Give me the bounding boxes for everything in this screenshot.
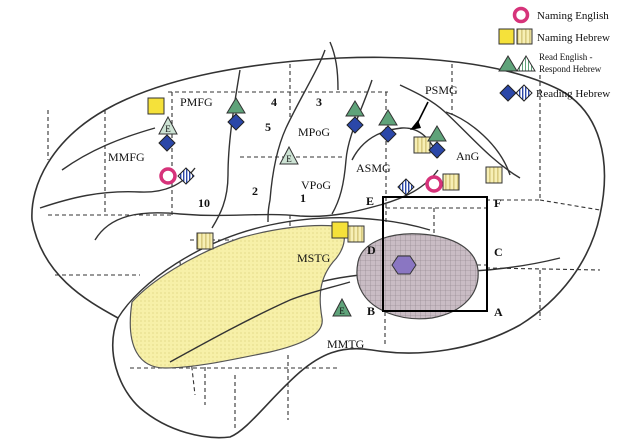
legend-read-english-striped-icon bbox=[516, 55, 536, 72]
zone-number-4: 4 bbox=[271, 95, 277, 109]
label-mpog: MPoG bbox=[298, 125, 330, 139]
marker-read-english-triangle bbox=[345, 100, 365, 117]
marker-naming-hebrew-striped bbox=[442, 173, 460, 191]
marker-e-text: E bbox=[339, 306, 345, 316]
zone-number-2: 2 bbox=[252, 184, 258, 198]
zone-letter-d: D bbox=[367, 243, 376, 257]
psmg-arrow-head bbox=[410, 120, 421, 130]
sulcus-precentral bbox=[211, 69, 241, 229]
marker-reading-hebrew-diamond bbox=[379, 125, 397, 143]
zone-number-10: 10 bbox=[198, 196, 210, 210]
label-mstg: MSTG bbox=[297, 251, 331, 265]
sulcus-frontal-sup bbox=[61, 127, 156, 171]
zone-letter-a: A bbox=[494, 305, 503, 319]
overlap-region bbox=[356, 233, 479, 320]
sulcus-postcentral bbox=[331, 79, 373, 215]
marker-naming-hebrew-square bbox=[331, 221, 349, 239]
marker-naming-english-circle bbox=[425, 175, 443, 193]
legend-reading-hebrew-label: Reading Hebrew bbox=[536, 88, 610, 100]
marker-naming-hebrew-striped bbox=[196, 232, 214, 250]
legend: Naming English Naming Hebrew Read Englis… bbox=[498, 6, 610, 102]
zone-number-3: 3 bbox=[316, 95, 322, 109]
marker-naming-hebrew-striped bbox=[347, 225, 365, 243]
marker-e-text: E bbox=[165, 124, 171, 134]
zone-letter-f: F bbox=[494, 196, 501, 210]
legend-reading-hebrew-striped-icon bbox=[515, 84, 533, 102]
legend-read-english-icon bbox=[498, 55, 518, 72]
sulcus-angular bbox=[445, 111, 511, 176]
legend-reading-hebrew-icon bbox=[499, 84, 517, 102]
label-mmfg: MMFG bbox=[108, 150, 145, 164]
legend-naming-hebrew-striped-icon bbox=[516, 28, 533, 45]
legend-naming-hebrew-label: Naming Hebrew bbox=[537, 32, 610, 44]
marker-read-english-triangle bbox=[226, 97, 246, 114]
legend-naming-english-label: Naming English bbox=[537, 10, 609, 22]
marker-naming-hebrew-striped bbox=[485, 166, 503, 184]
sulcus-intraparietal bbox=[399, 84, 521, 179]
zone-letter-b: B bbox=[367, 304, 375, 318]
zone-number-1: 1 bbox=[300, 191, 306, 205]
marker-naming-hebrew-square bbox=[147, 97, 165, 115]
mstg-inner-sulcus bbox=[169, 281, 351, 363]
marker-read-english-e-triangle bbox=[332, 297, 352, 317]
overlap-center-hexagon bbox=[391, 255, 417, 275]
label-mmtg: MMTG bbox=[327, 337, 365, 351]
label-asmg: ASMG bbox=[356, 161, 391, 175]
marker-e-text: E bbox=[286, 154, 292, 164]
marker-read-english-e-triangle bbox=[158, 115, 178, 135]
legend-read-english-label-1: Read English - bbox=[539, 52, 593, 62]
mstg-region bbox=[129, 224, 345, 369]
legend-read-english-label-2: Respond Hebrew bbox=[539, 64, 602, 74]
marker-reading-hebrew-diamond bbox=[158, 134, 176, 152]
region-box bbox=[382, 196, 488, 312]
marker-read-english-triangle bbox=[427, 125, 447, 142]
legend-naming-english-icon bbox=[512, 6, 530, 24]
sulcus-central bbox=[267, 49, 326, 223]
zone-number-5: 5 bbox=[265, 120, 271, 134]
marker-read-english-triangle bbox=[378, 109, 398, 126]
zone-letter-c: C bbox=[494, 245, 503, 259]
zone-letter-e: E bbox=[366, 194, 374, 208]
label-psmg: PSMG bbox=[425, 83, 458, 97]
label-pmfg: PMFG bbox=[180, 95, 213, 109]
marker-reading-hebrew-diamond bbox=[346, 116, 364, 134]
label-vpog: VPoG bbox=[301, 178, 331, 192]
sulcus-frontal-inf bbox=[39, 167, 196, 209]
legend-naming-hebrew-icon bbox=[498, 28, 515, 45]
marker-reading-hebrew-diamond bbox=[428, 141, 446, 159]
marker-naming-hebrew-striped bbox=[413, 136, 431, 154]
sulcus-parietal-upper bbox=[329, 41, 339, 91]
marker-read-english-e-triangle bbox=[279, 145, 299, 165]
marker-naming-english-circle bbox=[159, 167, 177, 185]
sulcus-supramarginal bbox=[351, 127, 439, 161]
label-ang: AnG bbox=[456, 149, 480, 163]
marker-reading-hebrew-striped-diamond bbox=[397, 178, 415, 196]
marker-reading-hebrew-striped-diamond bbox=[177, 167, 195, 185]
marker-reading-hebrew-diamond bbox=[227, 113, 245, 131]
sylvian-fissure bbox=[94, 169, 439, 241]
